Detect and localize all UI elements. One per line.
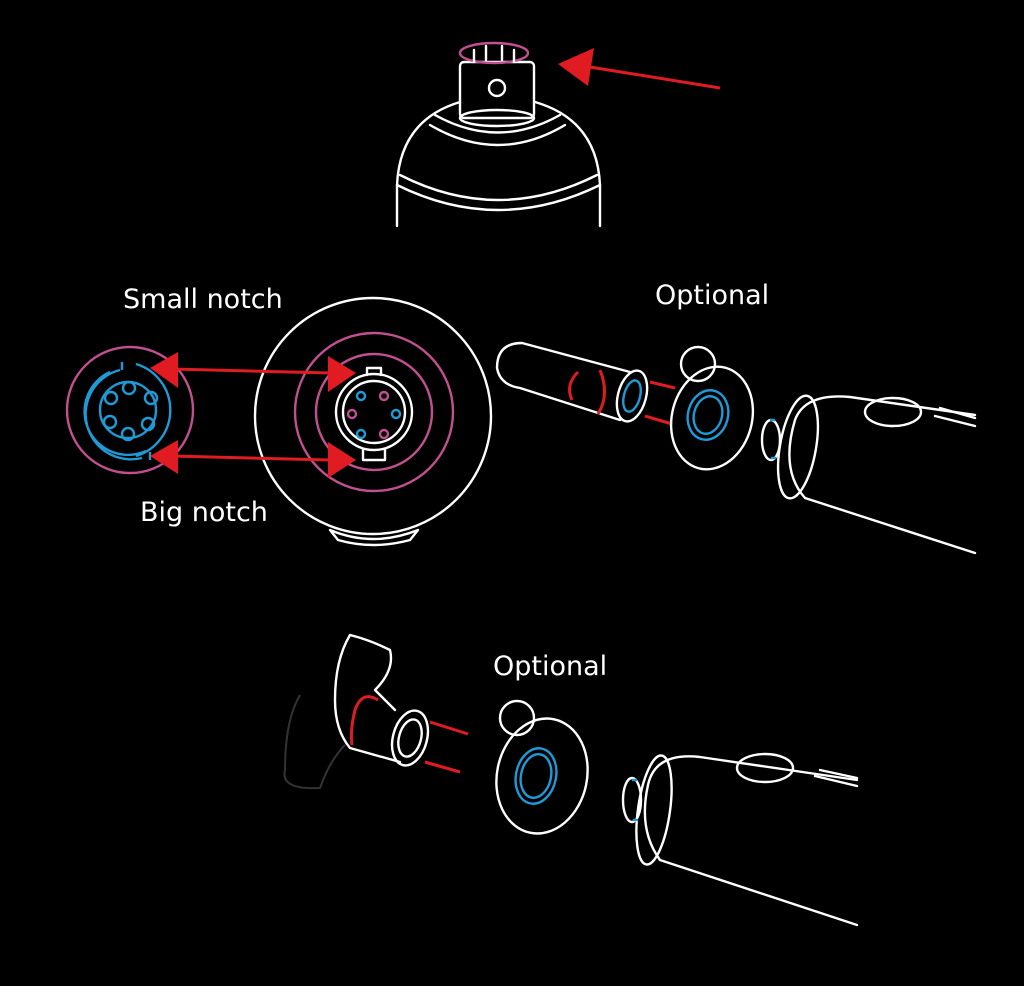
pin-holes (102, 380, 159, 442)
device-socket (253, 296, 493, 547)
curved-adapter-assembly (283, 633, 859, 927)
cable-connector (65, 345, 195, 475)
optional-label-bottom: Optional (493, 651, 608, 682)
straight-adapter-assembly (495, 341, 977, 555)
optional-label-top: Optional (655, 280, 770, 311)
device-head-top (395, 41, 602, 228)
big-notch-label: Big notch (140, 497, 268, 528)
alignment-arrows (150, 352, 356, 478)
small-notch-label: Small notch (123, 284, 283, 315)
top-ring-highlight (458, 41, 530, 65)
pointer-arrow-top (558, 48, 721, 90)
socket-pins (346, 390, 402, 440)
